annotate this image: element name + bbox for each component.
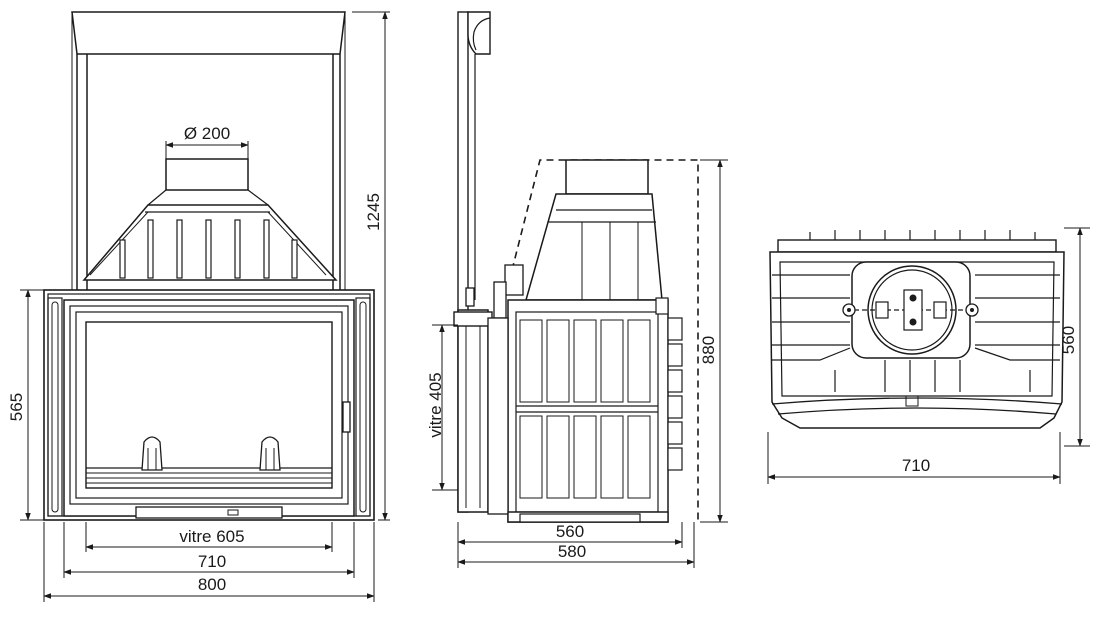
body-height-label: 565	[7, 393, 26, 421]
side-height-label: 880	[699, 336, 718, 364]
side-depth-inner-label: 560	[556, 522, 584, 541]
outer-width-label: 800	[198, 575, 226, 594]
inner-width-label: 710	[198, 552, 226, 571]
glass-height-label: vitre 405	[426, 372, 445, 437]
front-dimensions: Ø 200 1245 565 vitre 605 710 800	[7, 11, 390, 602]
top-view	[769, 230, 1065, 429]
top-depth-label: 560	[1059, 326, 1078, 354]
ash-drawer	[135, 506, 283, 519]
hood-top-cap	[71, 11, 346, 55]
side-depth-outer-label: 580	[558, 542, 586, 561]
side-view	[453, 11, 699, 523]
glass-panel	[85, 321, 333, 489]
side-body	[507, 299, 669, 523]
flue-collar	[165, 158, 249, 191]
total-height-label: 1245	[364, 193, 383, 231]
side-dimensions: vitre 405 880 560 580	[426, 159, 728, 568]
door-handle	[342, 401, 351, 433]
front-view	[43, 11, 375, 521]
top-dimensions: 560 710	[767, 227, 1090, 484]
flue-diameter-label: Ø 200	[184, 124, 230, 143]
top-width-label: 710	[902, 456, 930, 475]
glass-width-label: vitre 605	[179, 527, 244, 546]
